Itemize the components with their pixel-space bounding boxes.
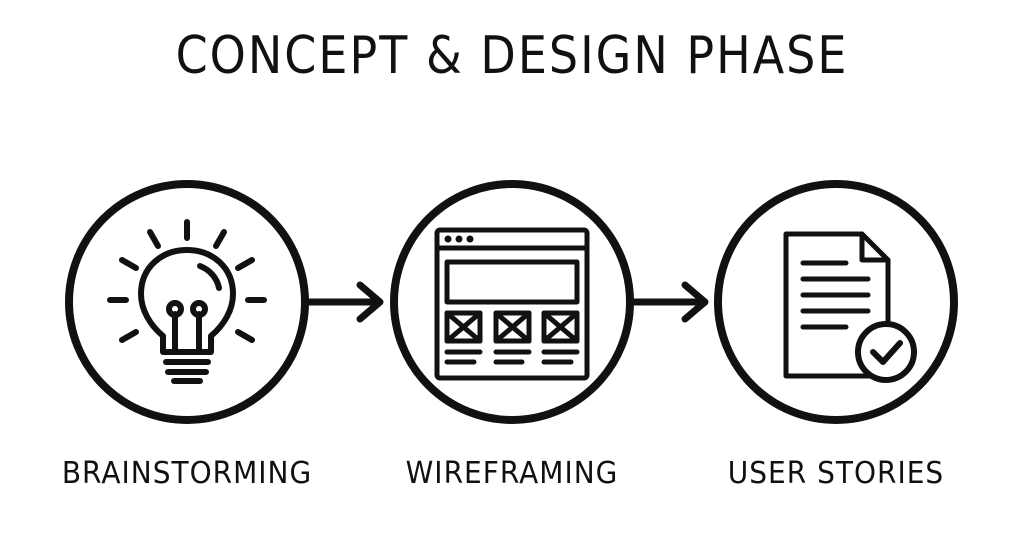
flow-arrow — [626, 281, 709, 323]
light-bulb-icon — [107, 219, 267, 384]
step-circle — [714, 180, 958, 424]
window-dots-icon — [444, 235, 474, 243]
step-wireframing — [390, 180, 634, 424]
flow-arrow — [301, 281, 384, 323]
diagram-title: CONCEPT & DESIGN PHASE — [175, 24, 849, 86]
document-check-icon — [783, 231, 917, 383]
wireframe-icon — [434, 227, 590, 381]
step-brainstorming — [65, 180, 309, 424]
step-label-wireframing: WIREFRAMING — [405, 454, 619, 491]
step-user-stories — [714, 180, 958, 424]
step-label-brainstorming: BRAINSTORMING — [61, 454, 313, 491]
step-label-user-stories: USER STORIES — [727, 454, 945, 491]
